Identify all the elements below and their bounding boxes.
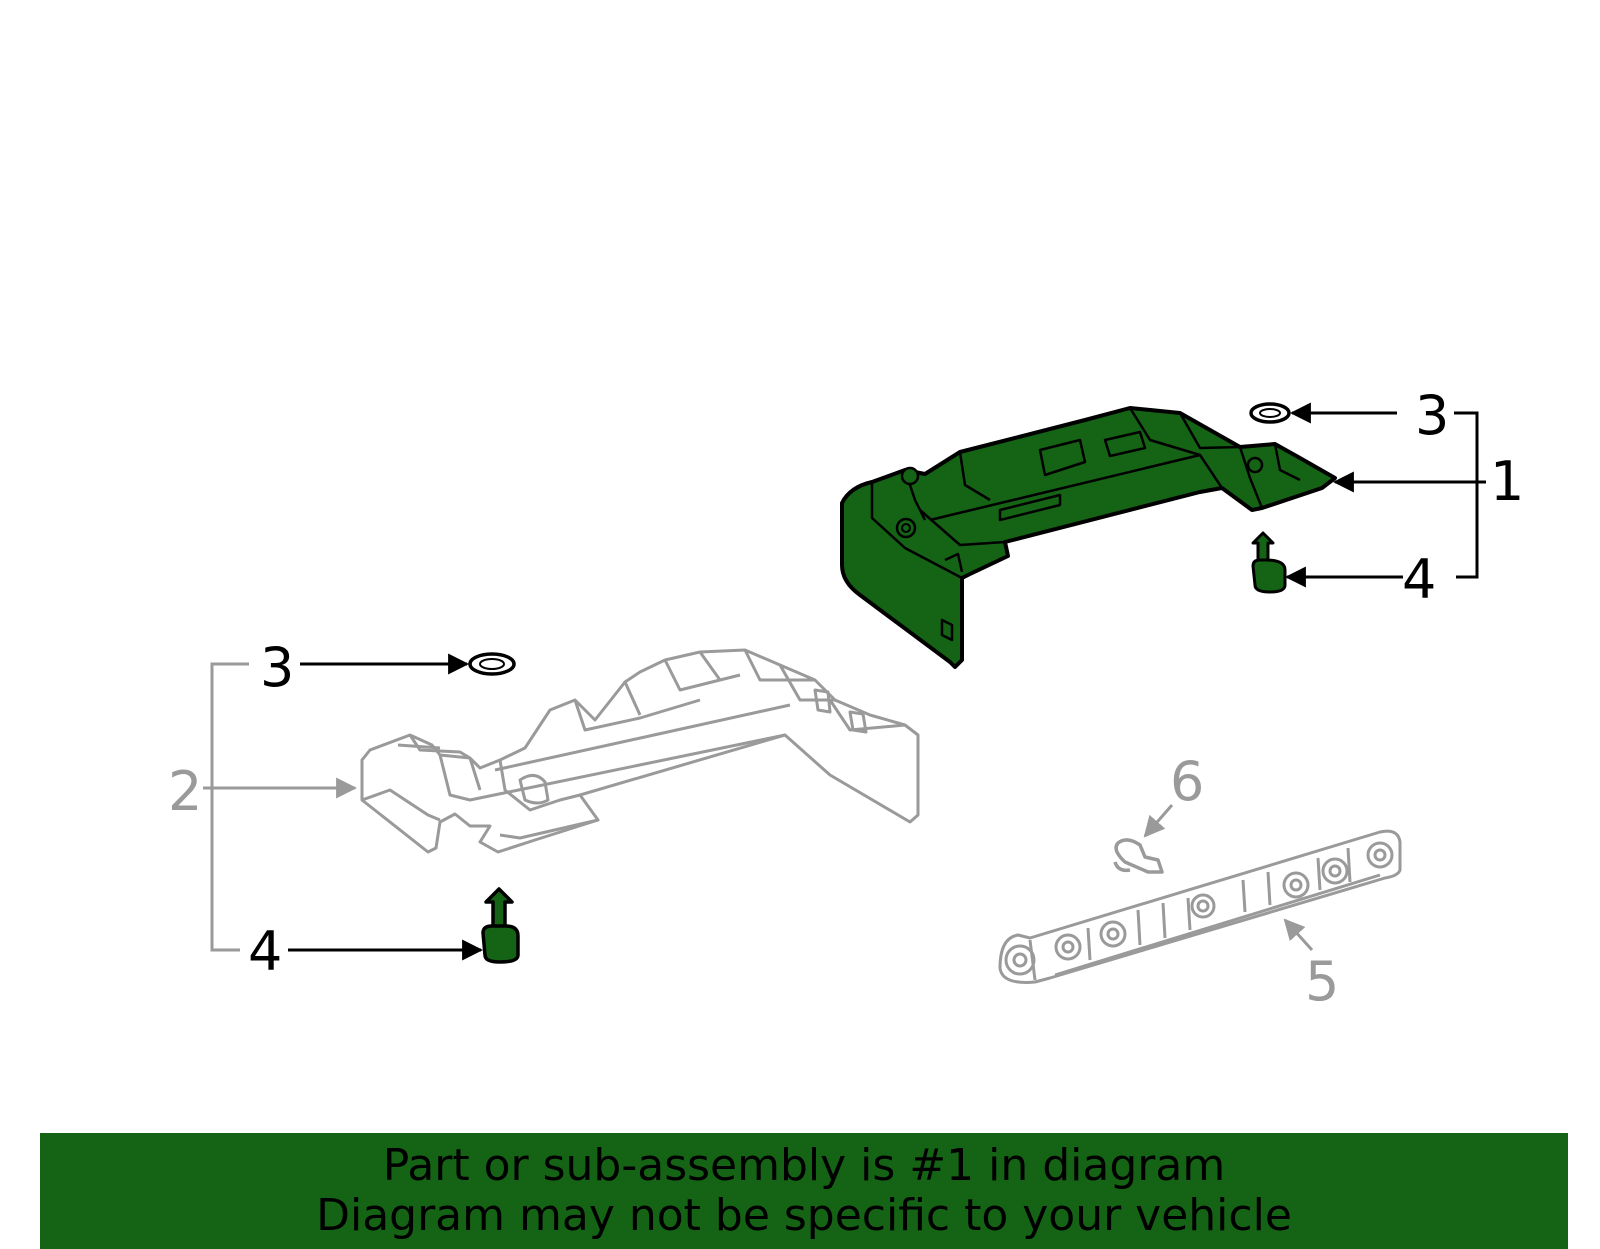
bolt-icon-right[interactable] [1251,531,1287,594]
leader-lines [203,402,1486,961]
callout-1: 1 [1490,450,1524,513]
callout-5: 5 [1305,950,1339,1013]
callout-4-left: 4 [248,920,282,983]
callout-3-left: 3 [260,636,294,699]
info-banner: Part or sub-assembly is #1 in diagram Di… [40,1133,1568,1249]
part-1-bracket[interactable] [840,406,1337,669]
banner-line-2: Diagram may not be specific to your vehi… [316,1190,1292,1241]
callout-2: 2 [168,760,202,823]
callout-3-right: 3 [1415,384,1449,447]
part-6-clip[interactable] [1113,838,1164,874]
callout-4-right: 4 [1402,548,1436,611]
banner-line-1: Part or sub-assembly is #1 in diagram [382,1140,1226,1191]
callout-6: 6 [1170,750,1204,813]
bolt-icon-left[interactable] [481,887,520,964]
part-2-bracket[interactable] [360,648,920,854]
washer-icon-left[interactable] [468,652,516,676]
part-5-rail[interactable] [998,829,1402,984]
washer-icon-right[interactable] [1249,402,1291,424]
